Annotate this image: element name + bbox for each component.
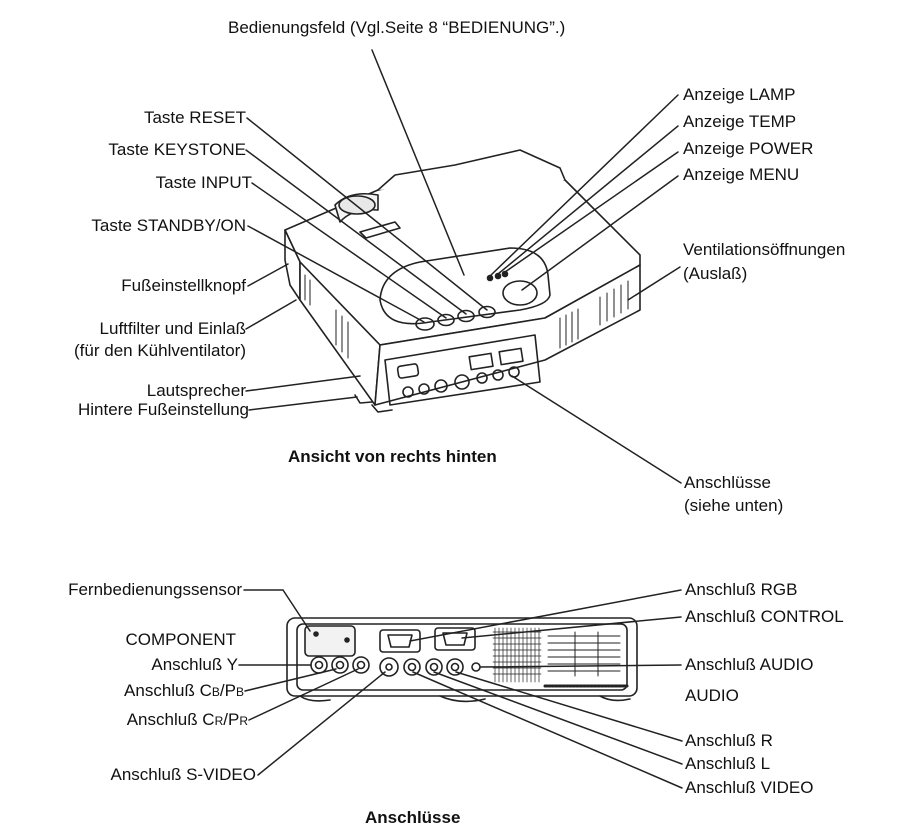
- label-luftfilter-line1: Luftfilter und Einlaß: [99, 319, 246, 338]
- label-taste-standby: Taste STANDBY/ON: [91, 216, 246, 235]
- label-anschluss-video: Anschluß VIDEO: [685, 778, 814, 797]
- caption-ansicht: Ansicht von rechts hinten: [288, 447, 497, 466]
- label-anschluss-l: Anschluß L: [685, 754, 771, 773]
- label-taste-input: Taste INPUT: [155, 173, 252, 192]
- label-anschluss-cb-pb: Anschluß CB/PB: [124, 681, 244, 700]
- label-component: COMPONENT: [125, 630, 237, 649]
- label-anzeige-power: Anzeige POWER: [683, 139, 814, 158]
- label-fusseinstellknopf: Fußeinstellknopf: [121, 276, 246, 295]
- label-anschluss-y: Anschluß Y: [151, 655, 238, 674]
- label-anschluss-cr-pr: Anschluß CR/PR: [126, 710, 248, 729]
- caption-anschluesse: Anschlüsse: [365, 808, 461, 827]
- label-anzeige-menu: Anzeige MENU: [683, 165, 800, 184]
- label-anschluss-r: Anschluß R: [685, 731, 773, 750]
- label-fernbedienungssensor: Fernbedienungssensor: [68, 580, 242, 599]
- label-anschluss-audio: Anschluß AUDIO: [685, 655, 814, 674]
- label-lautsprecher: Lautsprecher: [146, 381, 246, 400]
- label-audio-heading: AUDIO: [685, 686, 739, 705]
- label-taste-keystone: Taste KEYSTONE: [108, 140, 246, 159]
- label-taste-reset: Taste RESET: [143, 108, 246, 127]
- label-ventilation-line2: (Auslaß): [683, 264, 748, 283]
- label-luftfilter-line2: (für den Kühlventilator): [74, 341, 246, 360]
- label-anschluesse-line1: Anschlüsse: [684, 473, 771, 492]
- label-anschluss-control: Anschluß CONTROL: [685, 607, 844, 626]
- label-anzeige-temp: Anzeige TEMP: [683, 112, 797, 131]
- label-ventilation-line1: Ventilationsöffnungen: [683, 240, 846, 259]
- label-bedienungsfeld: Bedienungsfeld (Vgl.Seite 8 “BEDIENUNG”.…: [228, 18, 566, 37]
- label-anzeige-lamp: Anzeige LAMP: [683, 85, 796, 104]
- label-anschluss-rgb: Anschluß RGB: [685, 580, 798, 599]
- label-anschluesse-line2: (siehe unten): [684, 496, 784, 515]
- leader-lines: [238, 49, 683, 789]
- label-anschluss-svideo: Anschluß S-VIDEO: [110, 765, 257, 784]
- label-hintere-fusseinstellung: Hintere Fußeinstellung: [77, 400, 249, 419]
- projector-illustration: [284, 149, 641, 413]
- connector-panel-illustration: [286, 617, 638, 703]
